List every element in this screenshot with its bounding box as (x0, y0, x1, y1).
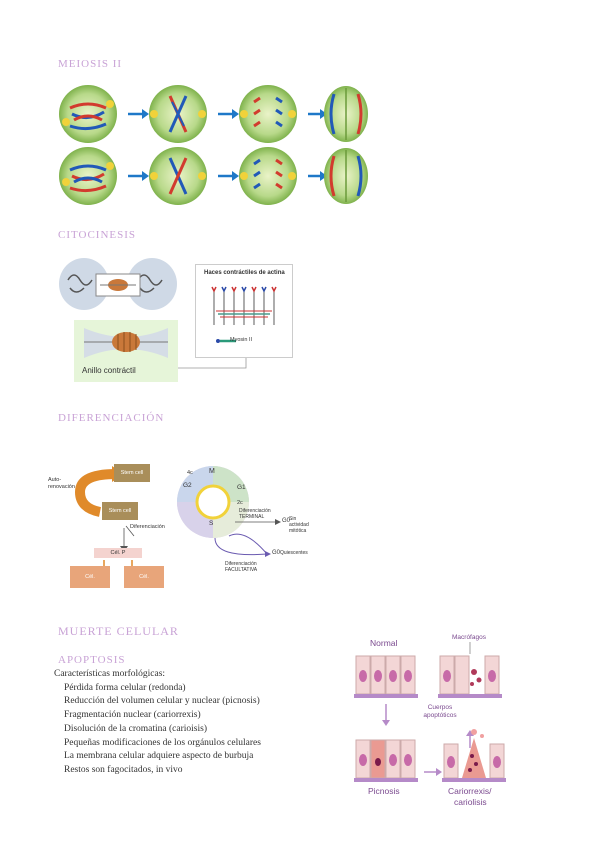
picnosis-label: Picnosis (368, 786, 400, 796)
arrow-icon (232, 171, 239, 181)
cuerpos-apoptoticos-label: Cuerpos apoptóticos (423, 704, 457, 719)
sin-actividad-label: Sin actividad mitótica (289, 516, 309, 534)
cell-box-2: Cél. (124, 566, 164, 588)
meiosis-cell (324, 148, 368, 204)
differentiation-label: Diferenciación (130, 524, 165, 530)
normal-label: Normal (370, 638, 398, 648)
g0-bottom-label: G0 (272, 550, 281, 556)
meiosis-cell (149, 147, 207, 205)
list-item: Disolución de la cromatina (carioisis) (64, 723, 207, 734)
list-item: Reducción del volumen celular y nuclear … (64, 696, 260, 707)
list-item: Fragmentación nuclear (cariorrexis) (64, 710, 201, 721)
macrofagos-label: Macrófagos (452, 634, 486, 641)
meiosis-cell (59, 147, 117, 205)
list-item: Pequeñas modificaciones de los orgánulos… (64, 737, 261, 748)
terminal-label: Diferenciación TERMINAL (239, 508, 271, 520)
apoptosis-list: Características morfológicas: Pérdida fo… (54, 668, 261, 778)
list-item: La membrana celular adquiere aspecto de … (64, 751, 254, 762)
arrow-icon (142, 109, 149, 119)
stem-cell-box-2: Stem cell (102, 502, 138, 520)
apoptosis-intro: Características morfológicas: (54, 669, 166, 679)
stem-cell-diagram: Auto-renovación Stem cell Stem cell Dife… (40, 462, 170, 592)
heading-meiosis: MEIOSIS II (58, 58, 123, 70)
facultativa-label: Diferenciación FACULTATIVA (225, 561, 258, 573)
actin-title: Haces contráctiles de actina (204, 270, 285, 276)
phase-m: M (209, 468, 215, 475)
contractile-ring-label: Anillo contráctil (82, 366, 136, 375)
cell-cycle-diagram: M G2 G1 S 2c 4c Diferenciación TERMINAL … (175, 458, 315, 578)
cell-box-1: Cél. (70, 566, 110, 588)
cariorrexis-label: Cariorrexis/ (448, 786, 492, 796)
actin-bundles-box: Haces contráctiles de actina Myosin II (195, 264, 293, 358)
meiosis-cell (324, 86, 368, 142)
heading-muerte-celular: MUERTE CELULAR (58, 624, 179, 638)
myosin-label: Myosin II (230, 337, 253, 343)
cytokinesis-cell-figure: Anillo contráctil (58, 254, 178, 384)
meiosis-cell (239, 147, 297, 205)
phase-g1: G1 (237, 484, 246, 491)
cariolisis-label: cariolisis (454, 797, 487, 807)
apoptosis-figure: Normal Macrófagos Cuerpos apoptóticos Pi… (348, 632, 518, 822)
label-2c: 2c (237, 500, 243, 506)
list-item: Restos son fagocitados, in vivo (64, 764, 183, 775)
phase-s: S (209, 520, 214, 527)
quiescentes-label: Quiescentes (280, 550, 308, 556)
list-item: Pérdida forma celular (redonda) (64, 682, 186, 693)
label-4c: 4c (187, 470, 193, 476)
arrow-icon (320, 109, 327, 119)
meiosis-cell (239, 85, 297, 143)
stem-cell-box-1: Stem cell (114, 464, 150, 482)
heading-apoptosis: APOPTOSIS (58, 654, 126, 666)
heading-diferenciacion: DIFERENCIACIÓN (58, 412, 165, 424)
meiosis-figure (59, 85, 368, 205)
meiosis-cell (59, 85, 117, 143)
phase-g2: G2 (183, 482, 192, 489)
arrow-icon (142, 171, 149, 181)
arrow-icon (320, 171, 327, 181)
contractile-ring-box: Anillo contráctil (74, 320, 178, 382)
arrow-icon (232, 109, 239, 119)
heading-citocinesis: CITOCINESIS (58, 229, 137, 241)
autorenovacion-label: Auto-renovación (48, 477, 75, 490)
progenitor-cell-box: Cél. P (94, 548, 142, 558)
meiosis-cell (149, 85, 207, 143)
g0-top-label: G0 (282, 518, 291, 524)
